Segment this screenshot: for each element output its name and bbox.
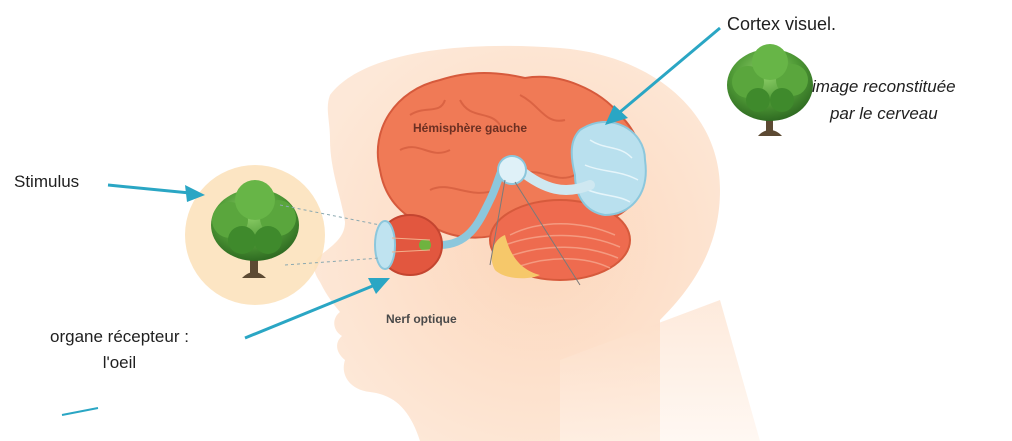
decorative-stroke [62,408,98,415]
reconstructed-line2: par le cerveau [812,100,956,127]
cortex-label: Cortex visuel. [727,14,836,35]
arrow-stimulus [108,185,205,202]
visual-cortex [572,122,646,215]
hemisphere-label: Hémisphère gauche [413,121,527,135]
organ-line2: l'oeil [50,350,189,376]
optic-nerve-label: Nerf optique [386,312,457,326]
stimulus-label: Stimulus [14,172,79,192]
organ-label: organe récepteur : l'oeil [50,324,189,376]
reconstructed-line1: image reconstituée [812,73,956,100]
eye-icon [375,215,442,275]
organ-line1: organe récepteur : [50,324,189,350]
reconstructed-image-label: image reconstituée par le cerveau [812,73,956,127]
tree-icon-reconstructed [727,44,813,136]
